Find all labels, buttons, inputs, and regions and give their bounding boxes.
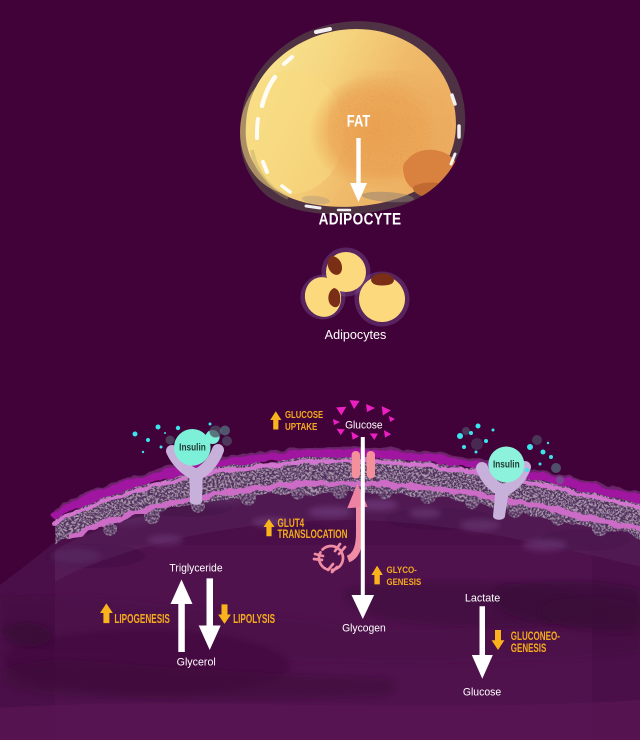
svg-text:GENESIS: GENESIS <box>387 576 422 587</box>
svg-text:GENESIS: GENESIS <box>511 642 547 655</box>
svg-text:GLUCOSE: GLUCOSE <box>285 409 323 420</box>
svg-text:GLUCONEO-: GLUCONEO- <box>511 630 560 643</box>
svg-text:Insulin: Insulin <box>493 459 520 470</box>
svg-text:Glucose: Glucose <box>345 419 383 431</box>
svg-text:Triglyceride: Triglyceride <box>169 563 222 575</box>
svg-text:Lactate: Lactate <box>465 592 500 604</box>
svg-text:Glycogen: Glycogen <box>342 622 386 634</box>
svg-text:Insulin: Insulin <box>179 442 206 453</box>
svg-text:TRANSLOCATION: TRANSLOCATION <box>278 528 348 541</box>
svg-text:Glucose: Glucose <box>463 686 501 698</box>
svg-text:LIPOGENESIS: LIPOGENESIS <box>114 612 170 626</box>
svg-text:GLYCO-: GLYCO- <box>387 565 417 576</box>
svg-text:Glycerol: Glycerol <box>177 656 216 668</box>
svg-text:LIPOLYSIS: LIPOLYSIS <box>233 612 275 626</box>
svg-text:FAT: FAT <box>347 112 371 131</box>
svg-text:ADIPOCYTE: ADIPOCYTE <box>319 210 402 229</box>
svg-text:GLUT4: GLUT4 <box>278 518 305 531</box>
svg-text:UPTAKE: UPTAKE <box>285 421 317 432</box>
svg-text:Adipocytes: Adipocytes <box>325 327 387 342</box>
